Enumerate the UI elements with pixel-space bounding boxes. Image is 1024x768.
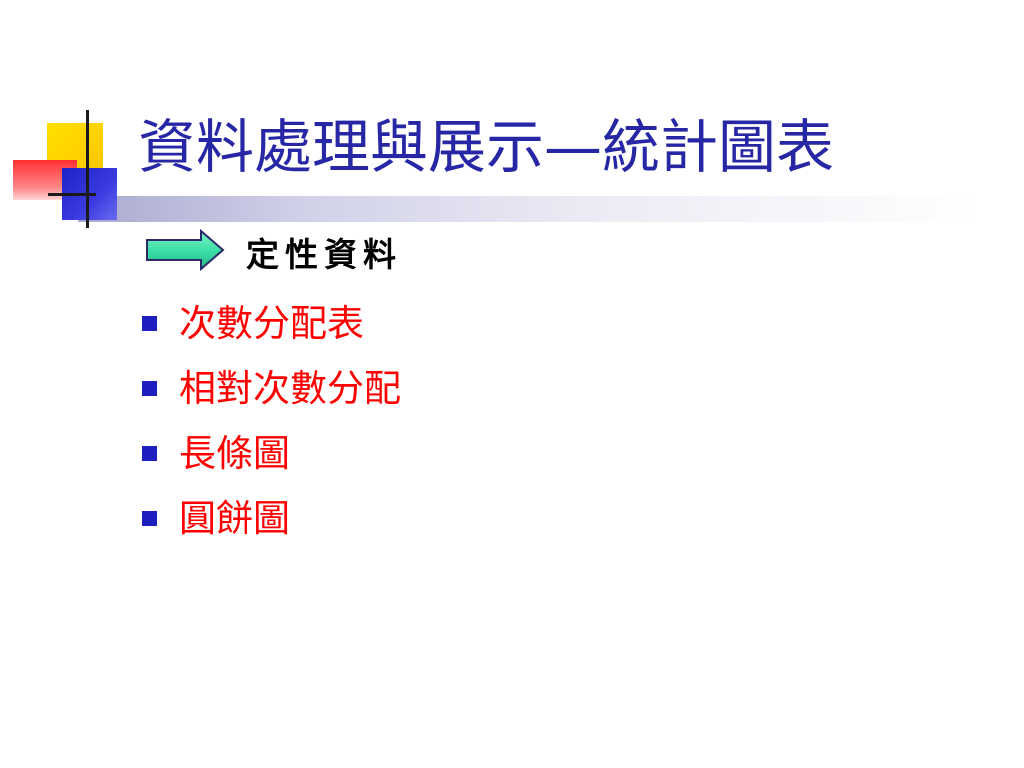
decor-vertical-line	[86, 110, 89, 228]
bullet-text: 相對次數分配	[179, 366, 401, 410]
bullet-text: 次數分配表	[179, 301, 364, 345]
bullet-text: 圓餅圖	[179, 496, 290, 540]
square-bullet-icon	[142, 445, 157, 461]
bullet-text: 長條圖	[179, 431, 290, 475]
right-arrow-icon	[146, 229, 225, 271]
list-item: 次數分配表	[142, 303, 401, 343]
square-bullet-icon	[142, 315, 157, 331]
decor-horizontal-line	[48, 193, 96, 196]
list-item: 圓餅圖	[142, 498, 401, 538]
square-bullet-icon	[142, 380, 157, 396]
bullet-list: 次數分配表 相對次數分配 長條圖 圓餅圖	[142, 303, 401, 563]
list-item: 相對次數分配	[142, 368, 401, 408]
section-subheading: 定性資料	[246, 235, 402, 274]
list-item: 長條圖	[142, 433, 401, 473]
slide-title: 資料處理與展示—統計圖表	[138, 113, 835, 181]
square-bullet-icon	[142, 510, 157, 526]
title-underline-gradient	[78, 196, 978, 222]
